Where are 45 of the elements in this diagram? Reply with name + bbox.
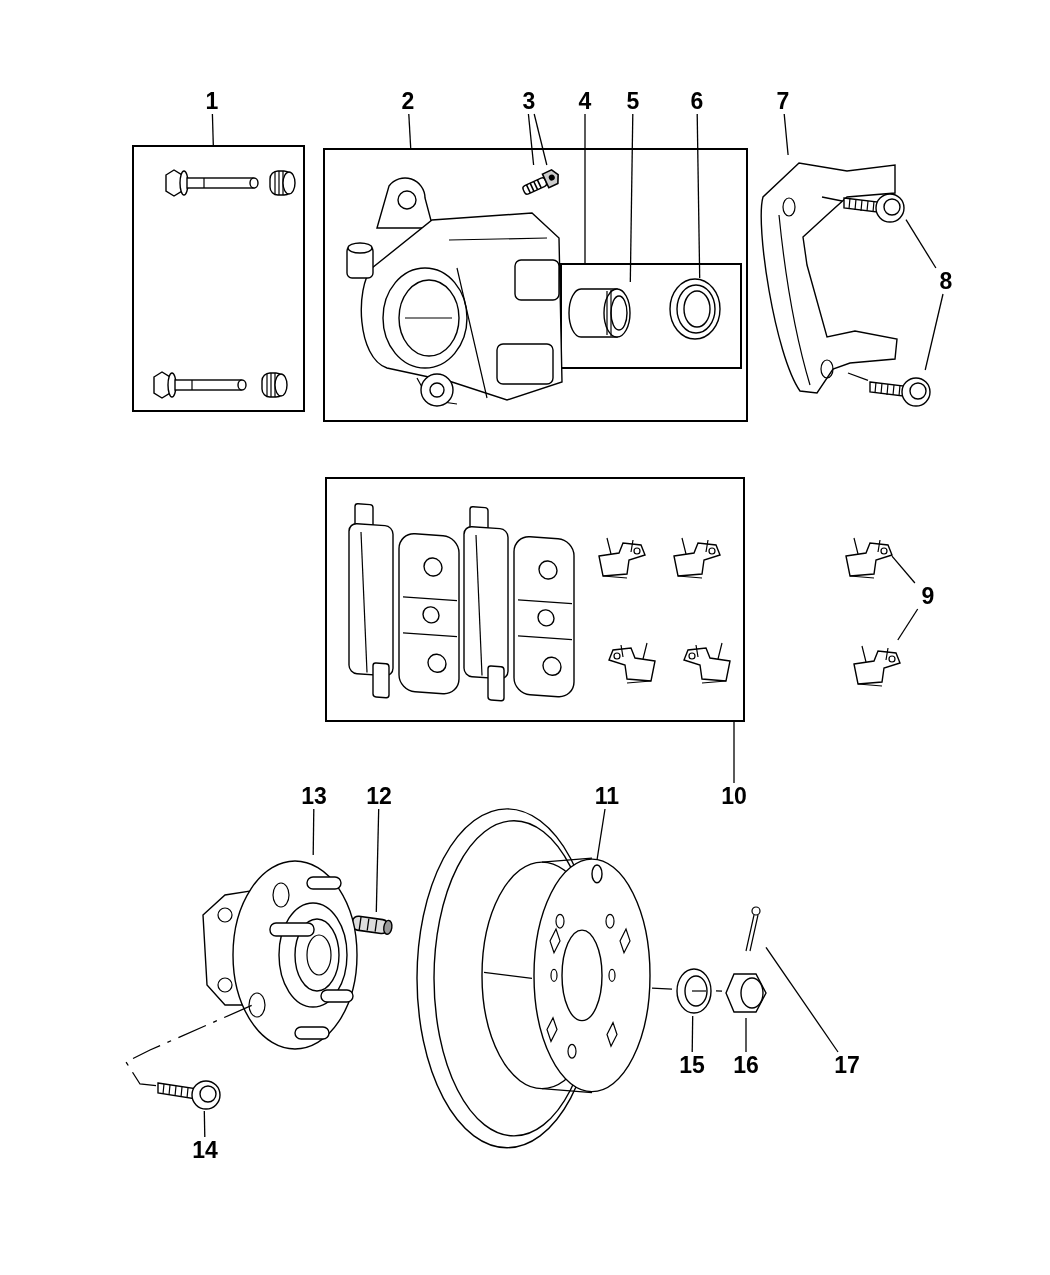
leader-line — [715, 990, 723, 992]
leader-line — [584, 113, 586, 264]
callout-number: 12 — [364, 783, 394, 809]
callout-number: 3 — [514, 88, 544, 114]
callout-number: 5 — [618, 88, 648, 114]
parts-group-frame — [325, 477, 745, 722]
parts-group-frame — [323, 148, 748, 422]
callout-number: 6 — [682, 88, 712, 114]
callout-number: 10 — [719, 783, 749, 809]
leader-line — [527, 113, 535, 166]
callout-number: 14 — [190, 1137, 220, 1163]
leader-line — [891, 555, 916, 584]
callout-number: 11 — [592, 783, 622, 809]
callout-number: 8 — [931, 268, 961, 294]
leader-line — [821, 196, 843, 202]
leader-line — [765, 946, 839, 1053]
leader-line — [924, 293, 944, 371]
leader-line — [211, 113, 214, 146]
callout-number: 17 — [832, 1052, 862, 1078]
parts-group-frame — [559, 262, 742, 369]
leader-line — [847, 372, 869, 381]
leader-line — [596, 808, 606, 861]
leader-line — [745, 1017, 747, 1053]
callout-number: 16 — [731, 1052, 761, 1078]
leader-line — [905, 219, 937, 269]
callout-number: 1 — [197, 88, 227, 114]
leader-line — [533, 113, 548, 166]
leader-line — [408, 113, 412, 149]
callout-number: 2 — [393, 88, 423, 114]
leader-line — [651, 987, 673, 990]
callout-number: 7 — [768, 88, 798, 114]
leader-line — [203, 1110, 206, 1138]
callout-number: 9 — [913, 583, 943, 609]
leader-line — [629, 113, 634, 283]
callout-number: 4 — [570, 88, 600, 114]
parts-group-frame — [132, 145, 305, 412]
leader-line — [696, 113, 701, 279]
callout-number: 15 — [677, 1052, 707, 1078]
callout-number: 13 — [299, 783, 329, 809]
leader-line — [783, 113, 789, 156]
leader-line — [691, 1015, 694, 1053]
leader-line — [312, 808, 315, 856]
leader-line — [375, 808, 380, 913]
leader-line — [733, 721, 735, 784]
leader-line — [897, 608, 919, 641]
